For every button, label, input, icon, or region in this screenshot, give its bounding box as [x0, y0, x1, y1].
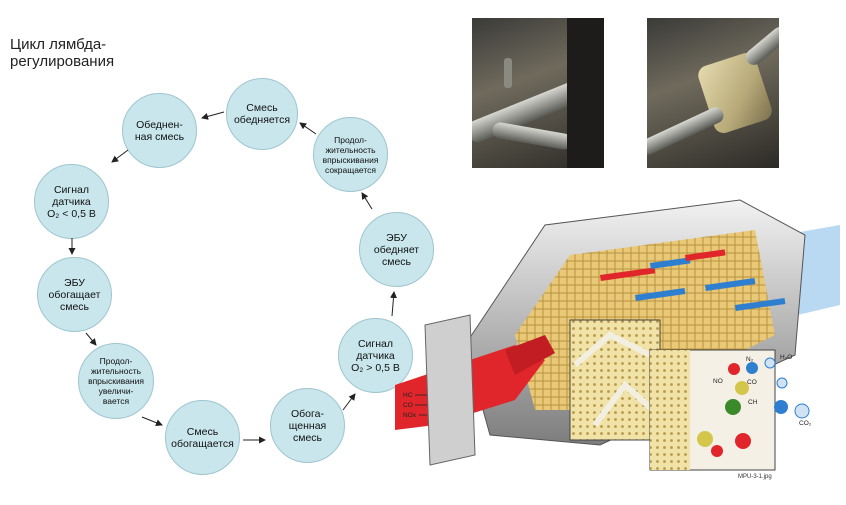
arrow-1	[201, 111, 225, 120]
node-ecu-enrich: ЭБУ обогащает смесь	[37, 257, 112, 332]
molecule-label-no: NO	[713, 378, 723, 385]
arrow-4	[85, 332, 97, 346]
node-injection-increase: Продол- жительность впрыскивания увеличи…	[78, 343, 154, 419]
node-mixture-enriches: Смесь обогащается	[165, 400, 240, 475]
outlet-label-n2: N₂	[746, 356, 754, 363]
arrow-10	[299, 122, 317, 135]
arrow-9	[361, 192, 373, 210]
node-lean-mixture: Обеднен- ная смесь	[122, 93, 197, 168]
arrow-8	[390, 291, 397, 317]
catalytic-converter-illustration: HC CO NOx N₂ H₂O CO₂ NO CO CH	[395, 199, 840, 471]
node-lean-mixture-becomes: Смесь обедняется	[226, 78, 298, 150]
node-injection-decrease: Продол- жительность впрыскивания сокраща…	[313, 117, 388, 192]
node-signal-low: Сигнал датчика O₂ < 0,5 В	[34, 164, 109, 239]
node-signal-high: Сигнал датчика O₂ > 0,5 В	[338, 318, 413, 393]
inlet-label-nox: NOx	[403, 412, 417, 419]
inlet-label-co: CO	[403, 402, 413, 409]
node-rich-mixture: Обога- щенная смесь	[270, 388, 345, 463]
outlet-label-h2o: H₂O	[780, 354, 792, 361]
molecule-label-co: CO	[747, 379, 757, 386]
image-file-caption: MPU-3-1.jpg	[738, 474, 772, 480]
photo-catalytic-converter	[647, 18, 779, 168]
arrow-7	[342, 393, 356, 411]
molecule-label-ch: CH	[748, 399, 758, 406]
node-ecu-lean: ЭБУ обедняет смесь	[359, 212, 434, 287]
inlet-label-hc: HC	[403, 392, 413, 399]
photo-exhaust-pipe	[472, 18, 604, 168]
arrow-2	[111, 149, 129, 163]
outlet-label-co2: CO₂	[799, 420, 812, 427]
diagram-title: Цикл лямбда- регулирования	[10, 36, 115, 70]
arrow-5	[141, 416, 163, 427]
